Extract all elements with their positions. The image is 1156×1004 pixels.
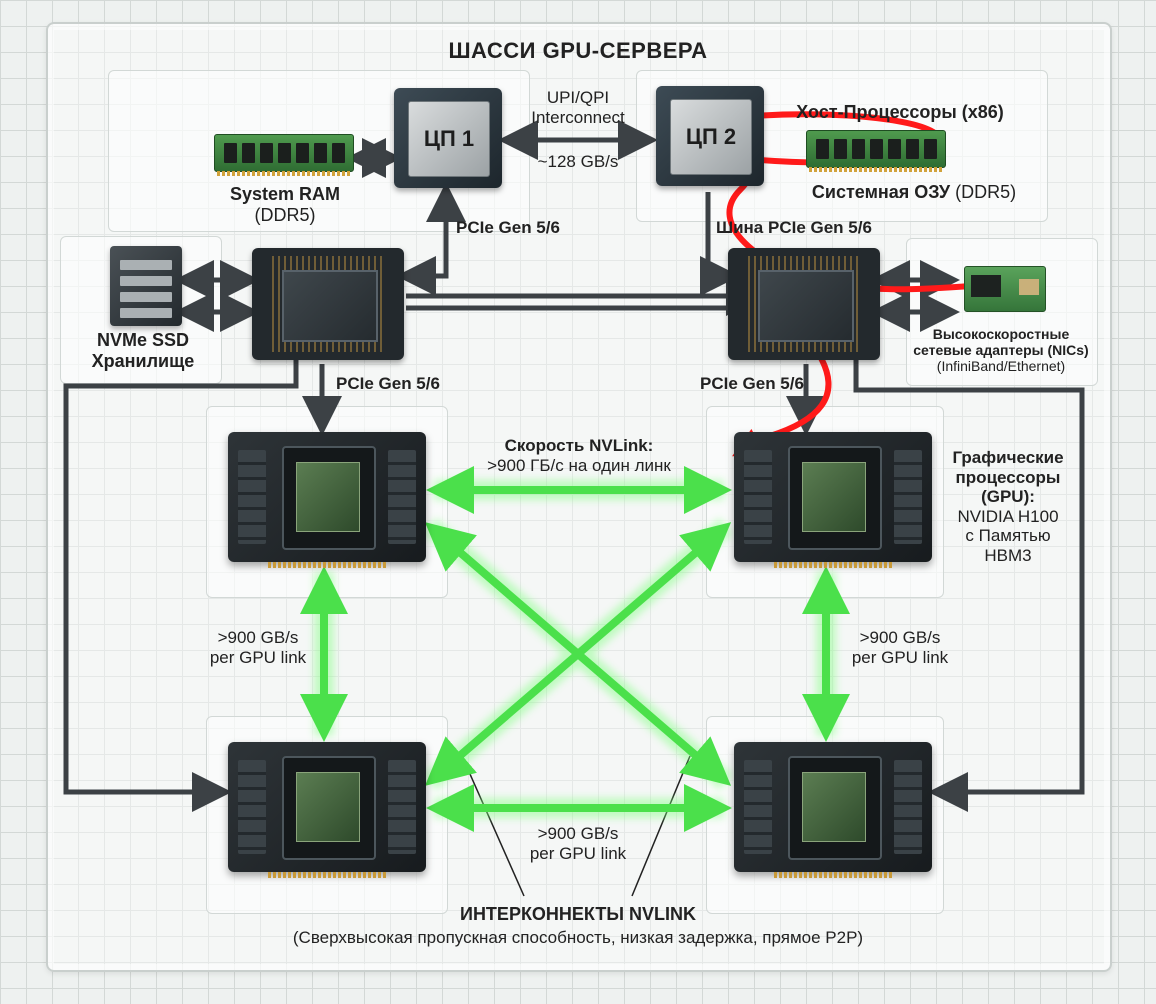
- system-ram-module-left: [214, 134, 354, 172]
- gpu-description: Графические процессоры (GPU): NVIDIA H10…: [940, 448, 1076, 565]
- footer-title: ИНТЕРКОННЕКТЫ NVLINK: [380, 904, 776, 925]
- cpu-2-label: ЦП 2: [670, 99, 752, 175]
- cpu-1-chip: ЦП 1: [394, 88, 502, 188]
- pcie-cpu1-label: PCIe Gen 5/6: [456, 218, 560, 238]
- pcie-switch-right-label: PCIe Gen 5/6: [700, 374, 804, 394]
- system-ram-ru-label: Системная ОЗУ (DDR5): [790, 182, 1038, 203]
- cpu-1-label: ЦП 1: [408, 101, 490, 177]
- nic-label: Высокоскоростные сетевые адаптеры (NICs)…: [906, 326, 1096, 374]
- nic-card-icon: [964, 266, 1046, 312]
- link-left-label: >900 GB/s per GPU link: [196, 628, 320, 667]
- pcie-cpu2-bus-label: Шина PCIe Gen 5/6: [716, 218, 872, 238]
- nvme-ssd-icon: [110, 246, 182, 326]
- pcie-switch-left: [252, 248, 404, 360]
- link-bottom-label: >900 GB/s per GPU link: [512, 824, 644, 863]
- footer-subtitle: (Сверхвысокая пропускная способность, ни…: [228, 928, 928, 948]
- link-right-label: >900 GB/s per GPU link: [838, 628, 962, 667]
- host-cpus-label: Хост-Процессоры (x86): [776, 102, 1024, 123]
- nvlink-speed-label: Скорость NVLink: >900 ГБ/с на один линк: [456, 436, 702, 475]
- gpu-bottom-right: [734, 742, 932, 872]
- interconnect-label: UPI/QPI Interconnect: [510, 88, 646, 127]
- gpu-top-left: [228, 432, 426, 562]
- cpu-2-chip: ЦП 2: [656, 86, 764, 186]
- pcie-switch-left-label: PCIe Gen 5/6: [336, 374, 440, 394]
- pcie-switch-right: [728, 248, 880, 360]
- system-ram-label: System RAM (DDR5): [212, 184, 358, 225]
- gpu-top-right: [734, 432, 932, 562]
- nvme-label: NVMe SSD Хранилище: [70, 330, 216, 371]
- interconnect-speed: ~128 GB/s: [510, 152, 646, 172]
- page-title: ШАССИ GPU-СЕРВЕРА: [370, 38, 786, 63]
- gpu-bottom-left: [228, 742, 426, 872]
- system-ram-module-right: [806, 130, 946, 168]
